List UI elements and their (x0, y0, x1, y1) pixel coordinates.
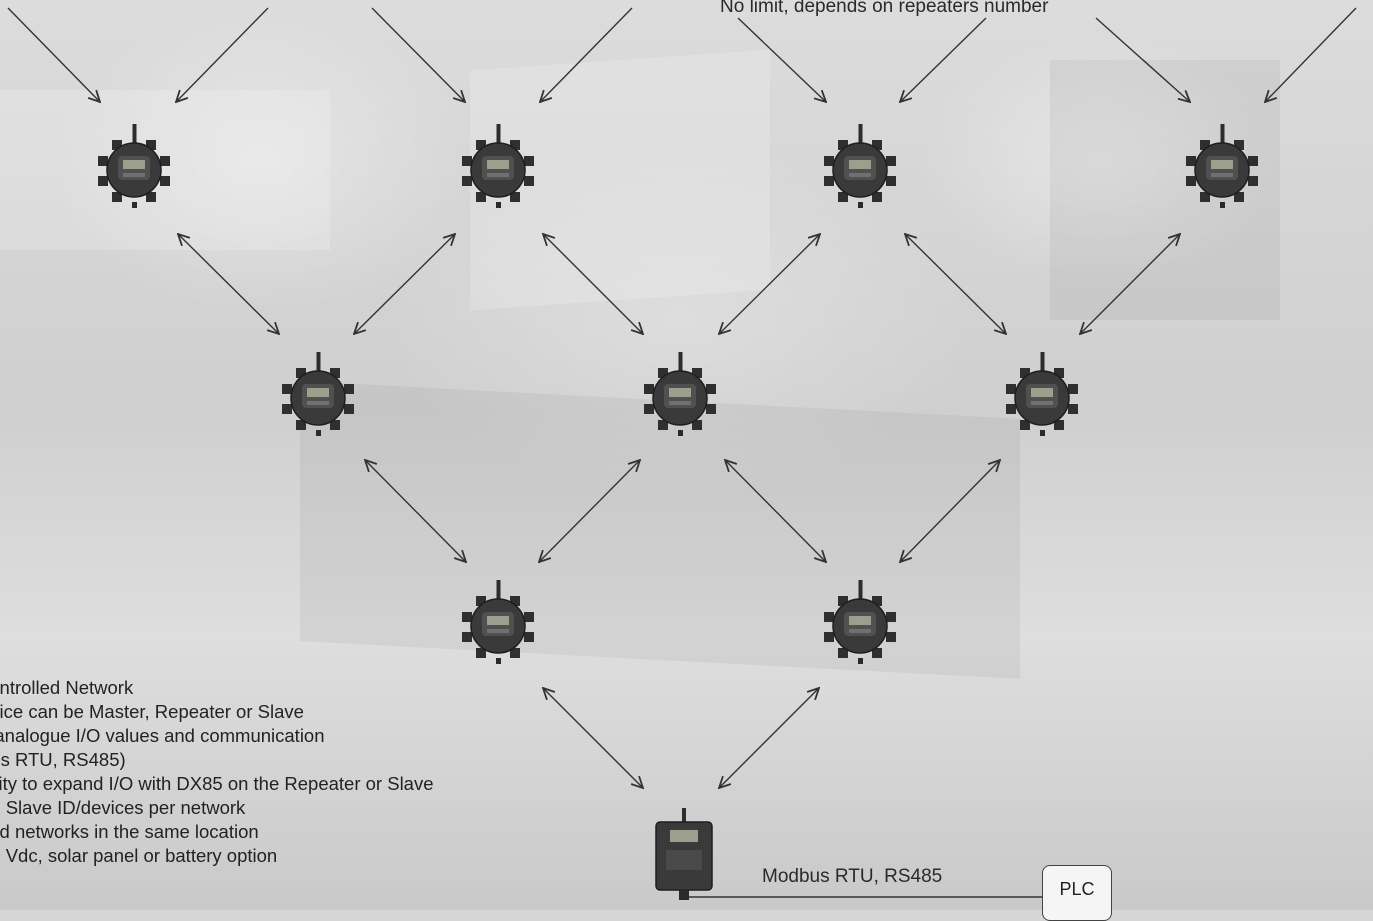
feature-list: controlled Network evice can be Master, … (0, 676, 434, 868)
node-row1-2 (461, 123, 535, 209)
feature-item: 50 Slave ID/devices per network (0, 797, 246, 818)
node-row1-1 (97, 123, 171, 209)
feature-item: evice can be Master, Repeater or Slave (0, 701, 304, 722)
feature-item: l, analogue I/O values and communication (0, 725, 325, 746)
node-row2-2 (643, 351, 717, 437)
node-row2-3 (1005, 351, 1079, 437)
link-label: Modbus RTU, RS485 (762, 866, 943, 887)
feature-item: bility to expand I/O with DX85 on the Re… (0, 773, 434, 794)
gateway-node (655, 807, 713, 901)
feature-item: ited networks in the same location (0, 821, 259, 842)
node-row3-1 (461, 579, 535, 665)
top-note: No limit, depends on repeaters number (720, 0, 1049, 17)
feature-item: controlled Network (0, 677, 134, 698)
node-row1-3 (823, 123, 897, 209)
incoming-arrows (7, 7, 1357, 102)
node-row2-1 (281, 351, 355, 437)
feature-item: bus RTU, RS485) (0, 749, 126, 770)
mesh-links (178, 234, 1180, 788)
plc-box: PLC (1042, 865, 1112, 921)
plc-label: PLC (1059, 879, 1095, 899)
node-row1-4 (1185, 123, 1259, 209)
node-row3-2 (823, 579, 897, 665)
feature-item: 30 Vdc, solar panel or battery option (0, 845, 278, 866)
